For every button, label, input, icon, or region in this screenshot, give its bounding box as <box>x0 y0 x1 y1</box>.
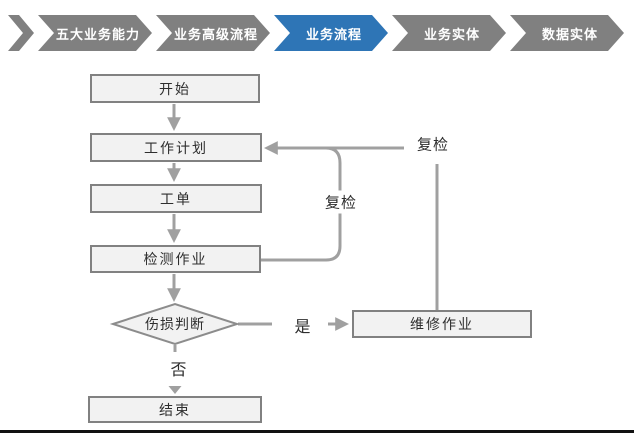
breadcrumb-step-label: 业务高级流程 <box>173 26 258 42</box>
node-start: 开始 <box>90 74 260 103</box>
node-work-order: 工单 <box>90 184 262 213</box>
breadcrumb-step-business-entity[interactable]: 业务实体 <box>392 15 506 51</box>
breadcrumb-step-label: 业务实体 <box>423 26 480 42</box>
edge-label-recheck-outer: 复检 <box>413 132 453 156</box>
edge-no-arrowhead <box>168 386 182 394</box>
edge-label-no: 否 <box>167 355 191 381</box>
breadcrumb-step-label: 五大业务能力 <box>55 26 140 42</box>
node-repair: 维修作业 <box>352 310 532 338</box>
breadcrumb-step-data-entity[interactable]: 数据实体 <box>510 15 624 51</box>
edge-label-yes: 是 <box>291 312 315 338</box>
breadcrumb-step-label: 数据实体 <box>541 26 598 42</box>
breadcrumb-step-label: 业务流程 <box>305 26 362 42</box>
node-inspection: 检测作业 <box>90 245 261 273</box>
node-damage-decision-shape <box>109 302 241 346</box>
breadcrumb-step-high-level-process[interactable]: 业务高级流程 <box>156 15 270 51</box>
breadcrumb-step-business-process[interactable]: 业务流程 <box>274 15 388 51</box>
edge-label-recheck-inner: 复检 <box>321 190 361 214</box>
node-end: 结束 <box>88 396 262 423</box>
breadcrumb: 五大业务能力 业务高级流程 业务流程 业务实体 数据实体 <box>8 15 624 51</box>
breadcrumb-step-capabilities[interactable]: 五大业务能力 <box>38 15 152 51</box>
node-damage-decision-label: 伤损判断 <box>145 316 205 332</box>
footer-divider <box>0 430 634 433</box>
node-work-plan: 工作计划 <box>90 133 262 162</box>
